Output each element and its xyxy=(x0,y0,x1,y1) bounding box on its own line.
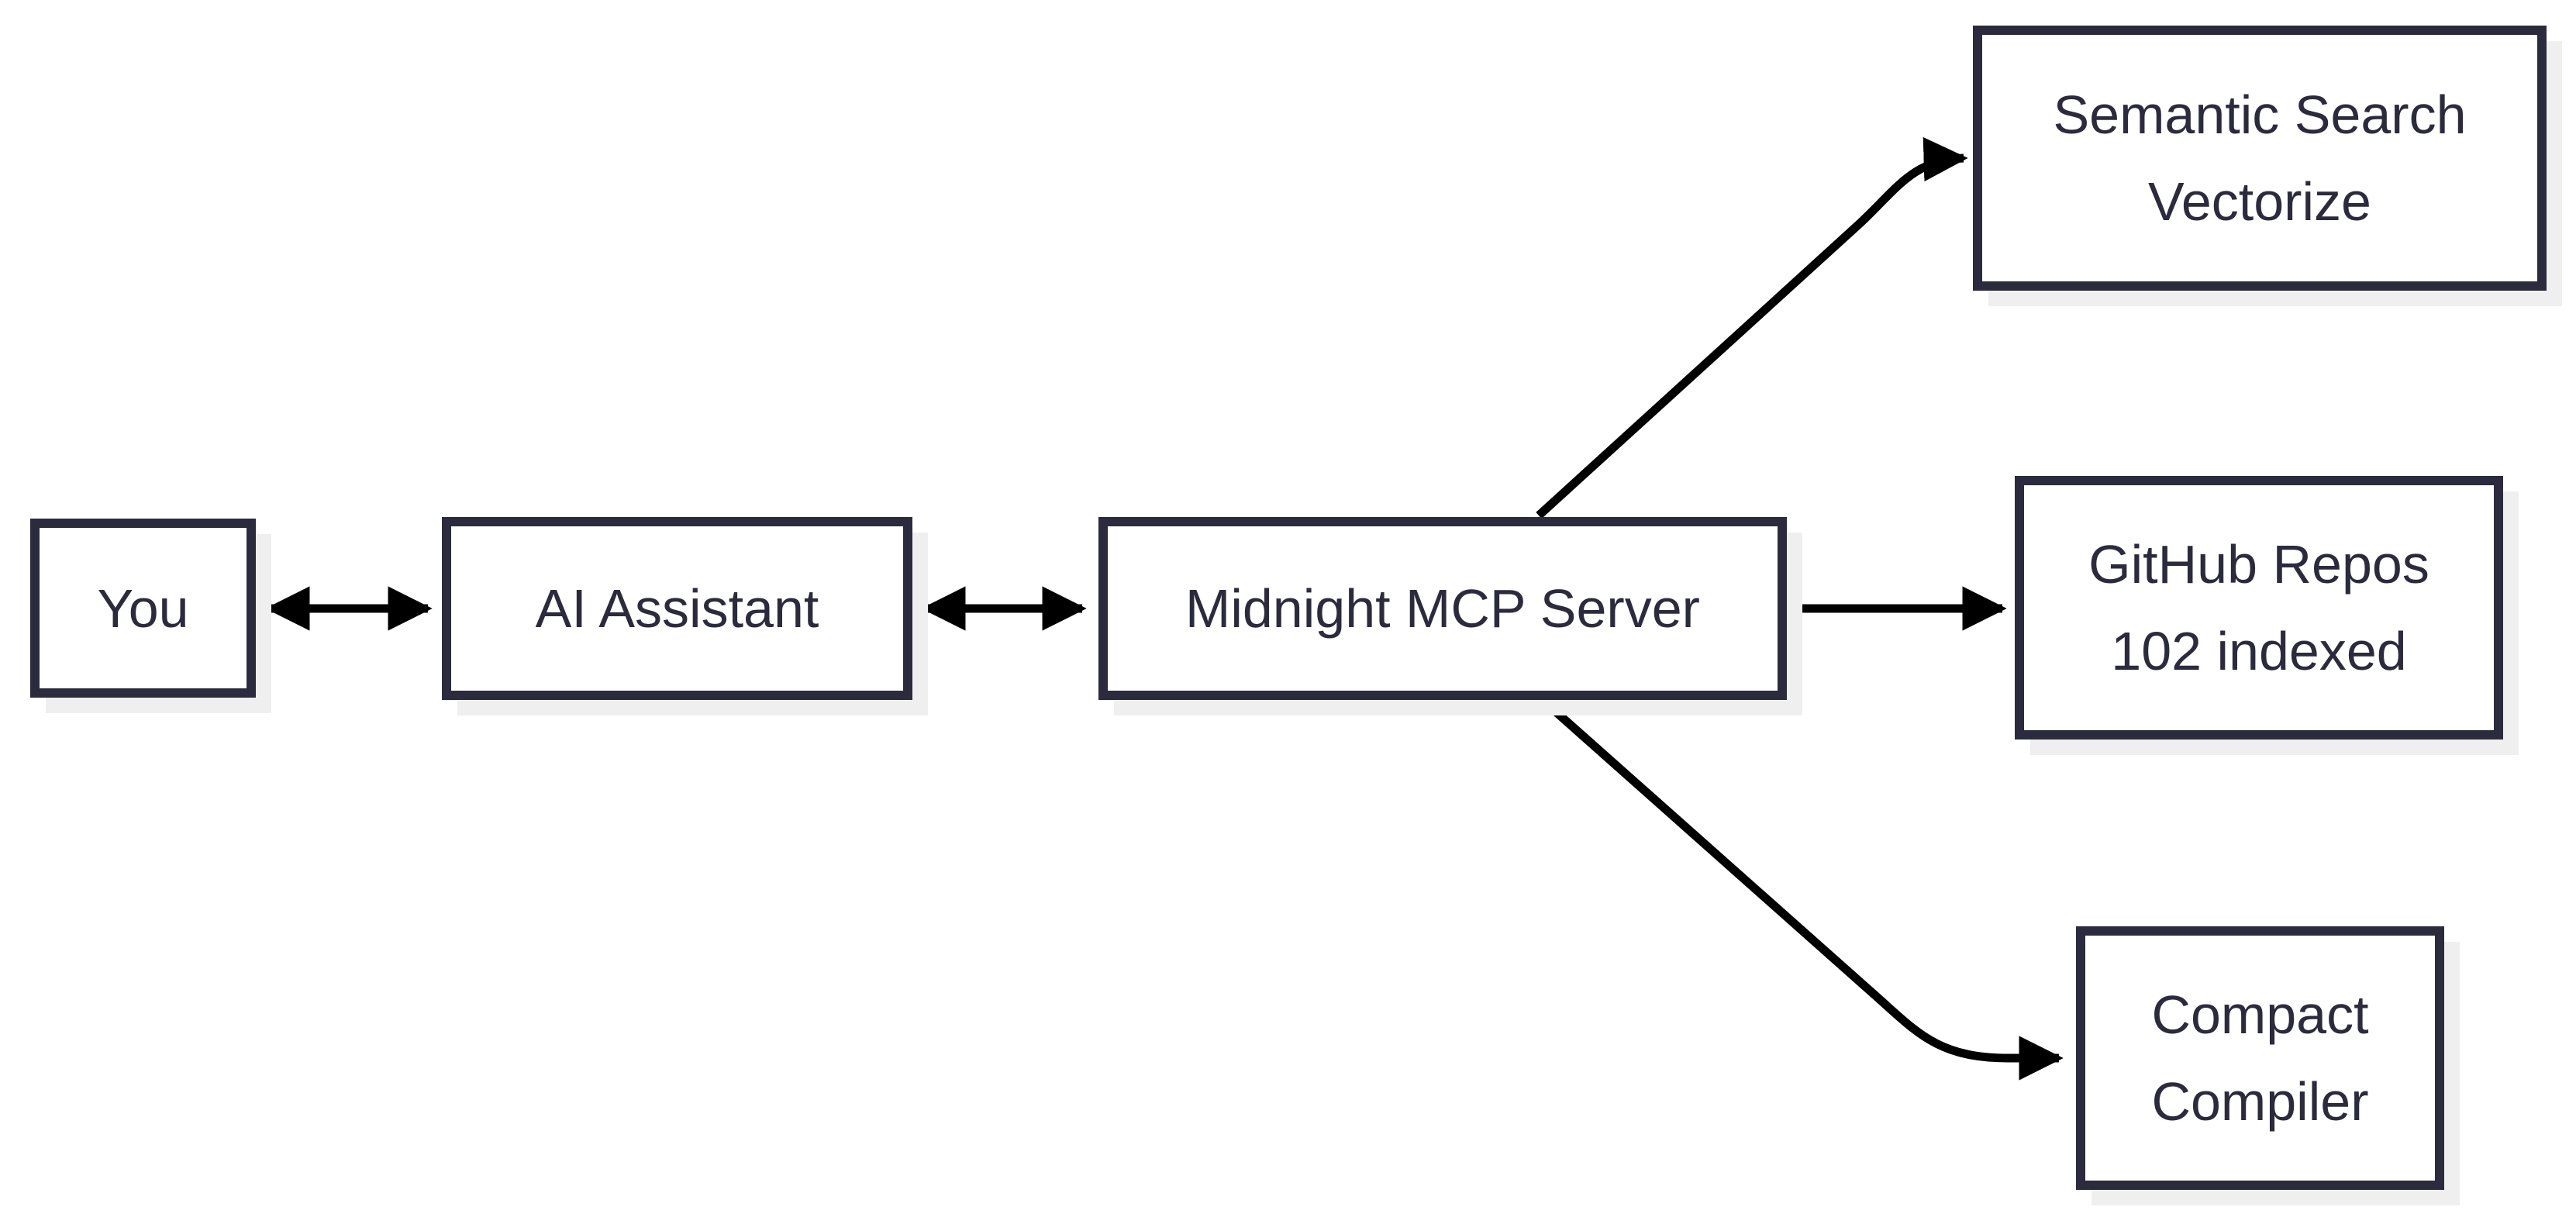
node-you: You xyxy=(30,519,256,698)
edge-mcp-compact-arrow xyxy=(1541,698,2064,1081)
node-github-repos-label-line1: GitHub Repos xyxy=(2088,534,2429,595)
node-semantic-search: Semantic Search Vectorize xyxy=(1973,26,2547,291)
node-ai-assistant: AI Assistant xyxy=(442,517,912,700)
node-compact-compiler-label-line2: Compiler xyxy=(2151,1071,2369,1132)
node-you-label: You xyxy=(97,577,189,639)
node-github-repos-label: GitHub Repos 102 indexed xyxy=(2088,521,2429,695)
node-github-repos-label-line2: 102 indexed xyxy=(2111,621,2407,681)
edge-mcp-semantic-arrow xyxy=(1536,136,1968,519)
node-compact-compiler-label-line1: Compact xyxy=(2151,984,2369,1045)
node-mcp-server: Midnight MCP Server xyxy=(1098,517,1787,700)
node-mcp-server-label: Midnight MCP Server xyxy=(1185,578,1700,639)
node-semantic-search-label-line1: Semantic Search xyxy=(2053,84,2467,145)
node-compact-compiler: Compact Compiler xyxy=(2076,926,2444,1190)
node-ai-assistant-label: AI Assistant xyxy=(535,578,819,639)
node-github-repos: GitHub Repos 102 indexed xyxy=(2015,476,2503,740)
node-semantic-search-label-line2: Vectorize xyxy=(2148,171,2371,232)
node-semantic-search-label: Semantic Search Vectorize xyxy=(2053,71,2466,245)
node-compact-compiler-label: Compact Compiler xyxy=(2151,971,2368,1145)
